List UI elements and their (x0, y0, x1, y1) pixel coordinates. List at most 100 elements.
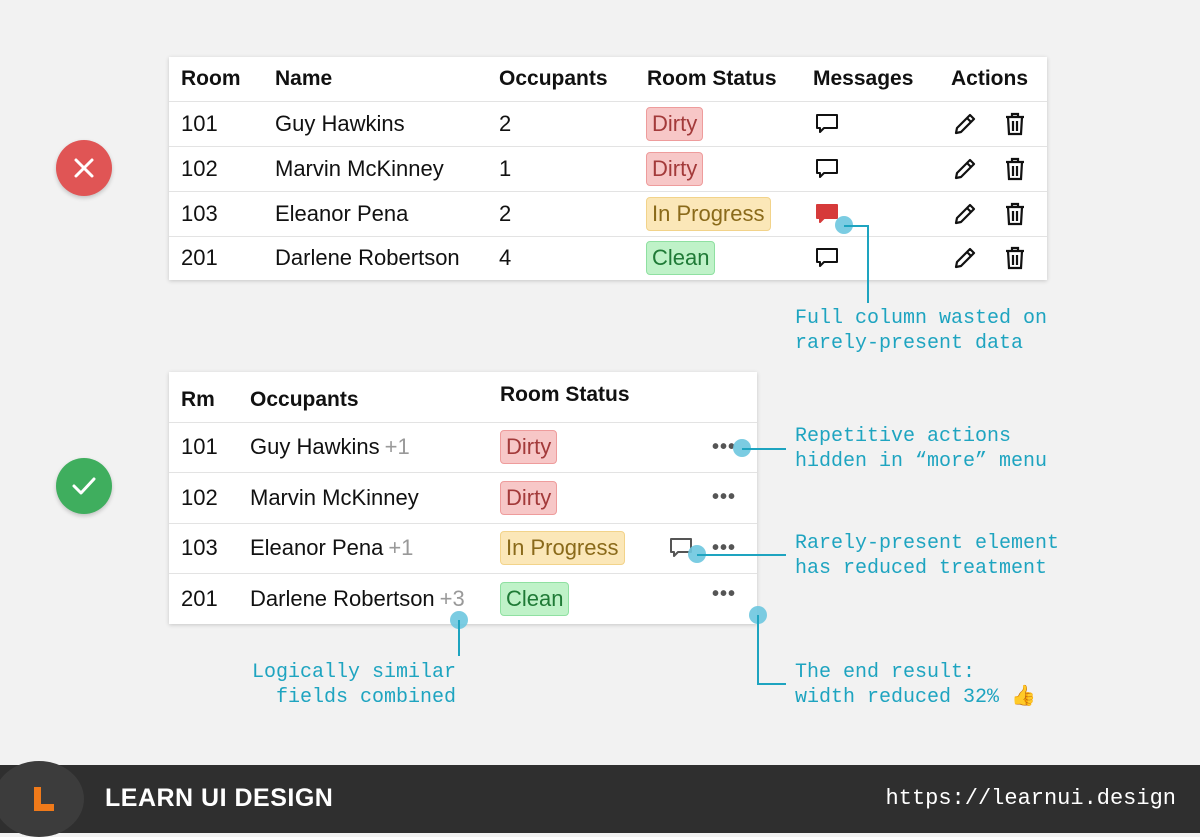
trash-icon (1006, 112, 1024, 135)
status-badge: Clean (646, 241, 716, 275)
table-row: 103 Eleanor Pena 2 In Progress (169, 191, 1047, 237)
edit-button[interactable] (952, 191, 978, 236)
table-row: 101 Guy Hawkins 2 Dirty (169, 101, 1047, 147)
annotation-rarely-present: Rarely-present element has reduced treat… (795, 532, 1060, 580)
more-button[interactable]: ••• (712, 536, 737, 559)
logo-icon (34, 787, 54, 811)
bad-table: Room Name Occupants Room Status Messages… (169, 57, 1047, 280)
edit-button[interactable] (952, 236, 978, 280)
header-actions: Actions (951, 67, 1029, 90)
edit-button[interactable] (952, 146, 978, 191)
message-button[interactable] (815, 236, 839, 280)
header-occupants: Occupants (499, 67, 608, 90)
more-button[interactable]: ••• (712, 486, 737, 508)
table-row: 201 Darlene Robertson 4 Clean (169, 236, 1047, 280)
extra-occupants: +3 (439, 585, 465, 611)
table-header: Room Name Occupants Room Status Messages… (169, 57, 1047, 102)
pencil-icon (954, 158, 976, 179)
header-messages: Messages (813, 67, 914, 90)
occupant-count: 2 (499, 200, 512, 226)
good-table: Rm Occupants Room Status 101 Guy Hawkins… (169, 372, 757, 624)
more-button[interactable]: ••• (712, 435, 737, 458)
room-number: 101 (181, 110, 218, 136)
delete-button[interactable] (1003, 236, 1027, 280)
pencil-icon (954, 203, 976, 224)
message-icon (670, 538, 692, 557)
table-row: 201 Darlene Robertson+3 Clean ••• (169, 573, 757, 624)
message-button[interactable] (669, 523, 693, 573)
message-button[interactable] (815, 101, 839, 146)
room-number: 201 (181, 585, 218, 611)
pencil-icon (954, 247, 976, 269)
status-badge: Clean (500, 581, 570, 616)
annotation-line (867, 225, 869, 303)
pencil-icon (954, 113, 976, 134)
room-number: 101 (181, 434, 218, 459)
status-badge: In Progress (646, 196, 771, 231)
check-icon (72, 477, 96, 495)
edit-button[interactable] (952, 101, 978, 146)
status-badge: Dirty (500, 430, 558, 464)
delete-button[interactable] (1003, 191, 1027, 236)
good-indicator (56, 458, 112, 514)
room-number: 103 (181, 200, 218, 226)
guest-name: Marvin McKinney (250, 484, 419, 510)
annotation-end-result: The end result: width reduced 32% 👍 (795, 661, 1036, 709)
status-badge: Dirty (646, 151, 704, 186)
room-number: 102 (181, 484, 218, 510)
room-number: 103 (181, 535, 218, 560)
guest-name: Darlene Robertson (250, 585, 435, 611)
message-icon (816, 248, 838, 267)
extra-occupants: +1 (388, 535, 414, 560)
room-number: 102 (181, 155, 218, 181)
trash-icon (1006, 246, 1024, 270)
more-button[interactable]: ••• (712, 583, 737, 605)
extra-occupants: +1 (384, 434, 410, 459)
brand-name: LEARN UI DESIGN (105, 784, 334, 812)
guest-name: Eleanor Pena (250, 535, 384, 560)
table-row: 101 Guy Hawkins+1 Dirty ••• (169, 422, 757, 473)
annotation-line (697, 554, 786, 556)
annotation-line (757, 683, 786, 685)
status-badge: In Progress (500, 531, 625, 565)
status-badge: Dirty (646, 106, 704, 141)
delete-button[interactable] (1003, 101, 1027, 146)
annotation-line (742, 448, 786, 450)
header-room-status: Room Status (647, 67, 777, 90)
guest-name: Guy Hawkins (250, 434, 380, 459)
bad-indicator (56, 140, 112, 196)
annotation-line (757, 615, 759, 684)
header-room: Room (181, 67, 241, 90)
message-button[interactable] (815, 146, 839, 191)
guest-name: Eleanor Pena (275, 200, 409, 226)
annotation-line (844, 225, 868, 227)
annotation-repetitive: Repetitive actions hidden in “more” menu (795, 425, 1048, 473)
header-name: Name (275, 67, 333, 90)
annotation-full-column: Full column wasted on rarely-present dat… (795, 307, 1048, 355)
close-icon (74, 158, 94, 178)
trash-icon (1006, 202, 1024, 225)
room-number: 201 (181, 245, 218, 270)
header-room-status: Room Status (500, 383, 630, 406)
message-icon (816, 158, 838, 178)
occupant-count: 4 (499, 245, 512, 270)
message-icon (816, 203, 838, 223)
table-row: 102 Marvin McKinney 1 Dirty (169, 146, 1047, 192)
guest-name: Darlene Robertson (275, 245, 460, 270)
table-row: 103 Eleanor Pena+1 In Progress ••• (169, 523, 757, 574)
status-badge: Dirty (500, 480, 558, 515)
message-button[interactable] (815, 191, 839, 236)
guest-name: Marvin McKinney (275, 155, 444, 181)
logo-badge (0, 761, 84, 837)
guest-name: Guy Hawkins (275, 110, 405, 136)
occupant-count: 2 (499, 110, 512, 136)
delete-button[interactable] (1003, 146, 1027, 191)
trash-icon (1006, 157, 1024, 180)
annotation-combined: Logically similar fields combined (252, 661, 457, 709)
occupant-count: 1 (499, 155, 512, 181)
message-icon (816, 113, 838, 133)
footer-url[interactable]: https://learnui.design (885, 786, 1176, 811)
table-header: Rm Occupants Room Status (169, 372, 757, 423)
annotation-line (458, 620, 460, 656)
header-occupants: Occupants (250, 388, 359, 411)
